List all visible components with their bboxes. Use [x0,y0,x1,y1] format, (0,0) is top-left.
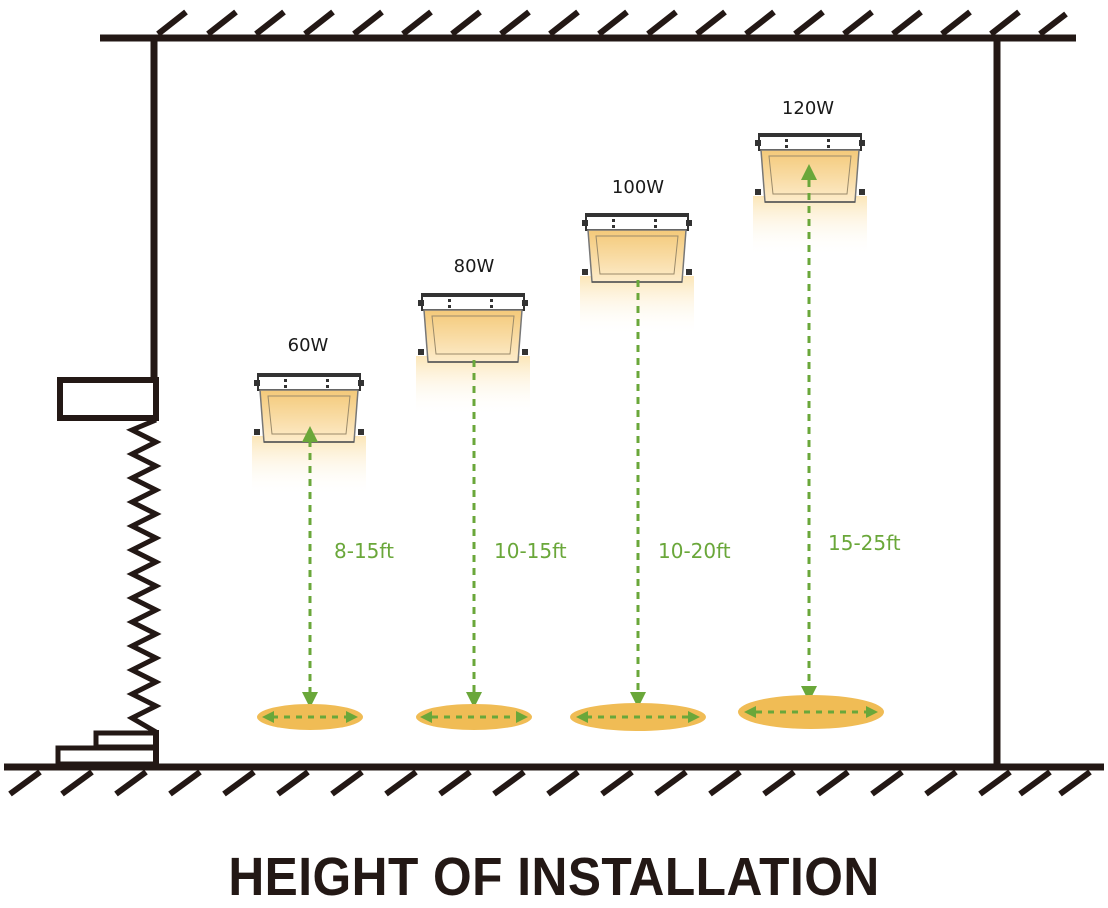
arrow-down-icon [302,692,318,708]
height-arrow [302,426,318,708]
arrow-down-icon [630,692,646,708]
wattage-label: 100W [612,177,664,198]
wattage-label: 60W [288,335,329,356]
height-range-label: 15-25ft [828,531,901,555]
walls [55,38,1001,768]
diagram-title: HEIGHT OF INSTALLATION [228,847,880,907]
fixture-100w: 100W 10-20ft [570,177,731,731]
light-spot [257,704,363,730]
wattage-label: 80W [454,256,495,277]
height-range-label: 10-15ft [494,539,567,563]
floor [4,763,1104,797]
height-range-label: 10-20ft [658,539,731,563]
height-range-label: 8-15ft [334,539,394,563]
arrow-down-icon [801,686,817,702]
height-arrow [801,164,817,702]
arrow-up-icon [801,164,817,180]
arrow-down-icon [466,692,482,708]
ceiling [100,9,1076,42]
fixture-80w: 80W 10-15ft [415,256,567,730]
light-spot [738,695,884,729]
light-spot [416,704,532,730]
height-arrow [630,280,646,708]
arrow-up-icon [302,426,318,442]
wattage-label: 120W [782,98,834,119]
height-arrow [466,360,482,708]
fixture-60w: 60W 8-15ft [251,335,394,730]
fixture-120w: 120W 15-25ft [738,98,901,729]
light-spot [570,703,706,731]
